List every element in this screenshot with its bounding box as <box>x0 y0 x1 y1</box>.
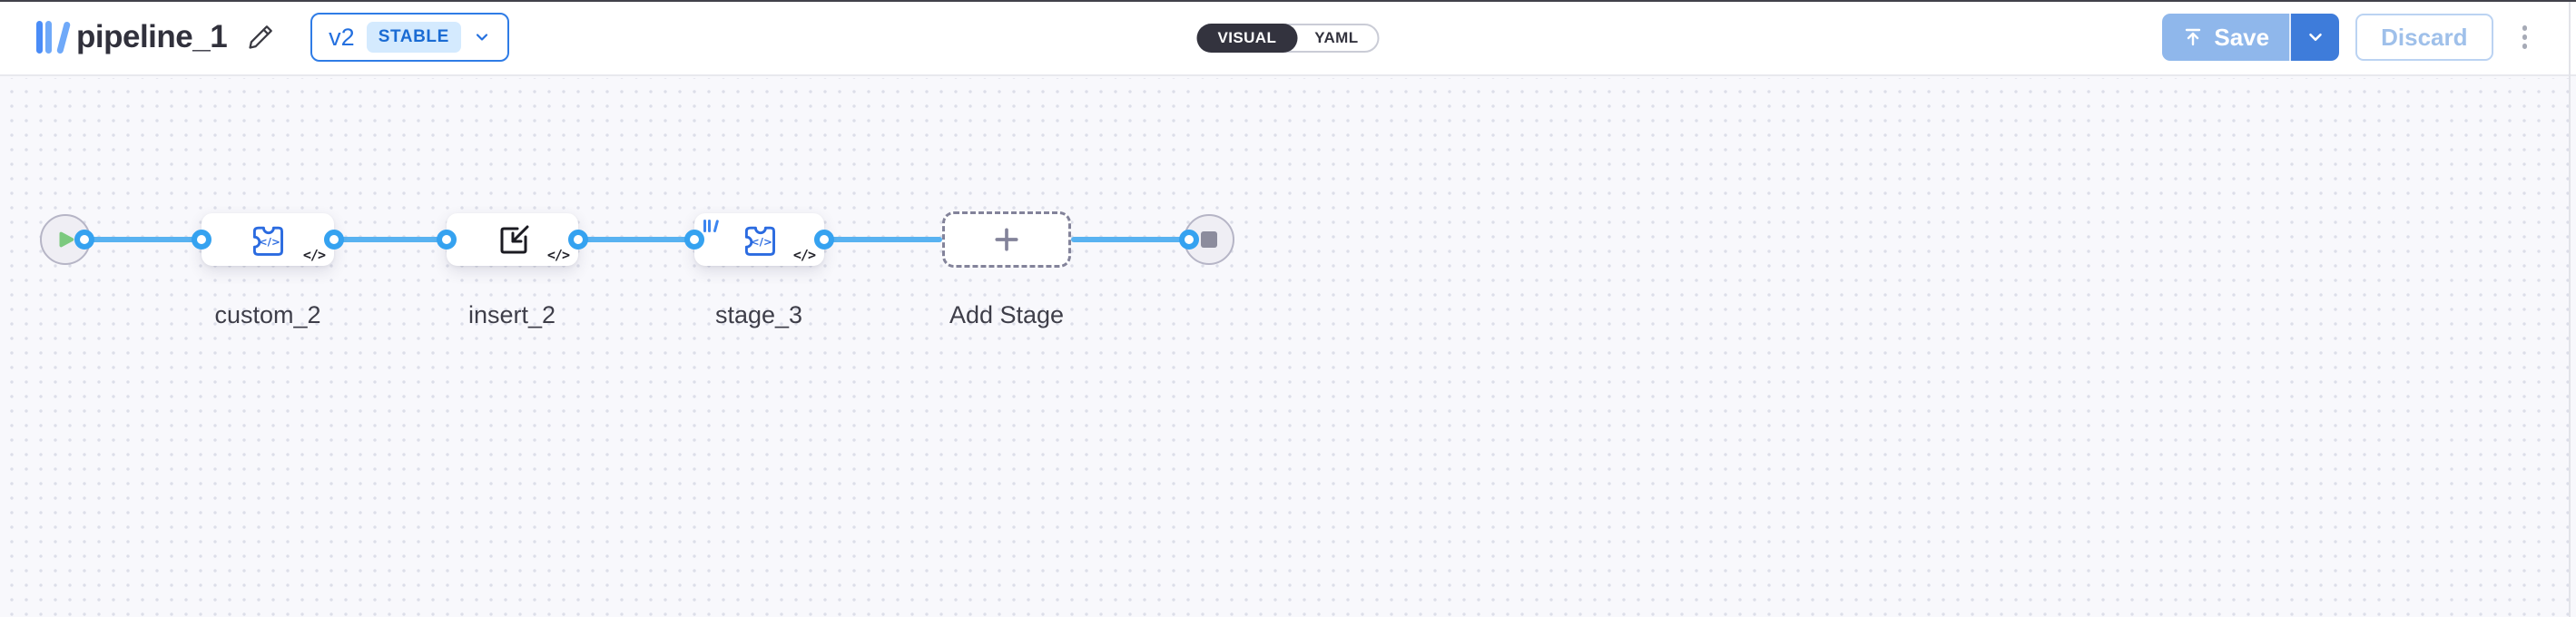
plus-icon <box>995 228 1018 251</box>
node-insert-2[interactable]: </> <box>447 213 578 266</box>
handle-insert2-out[interactable] <box>568 230 588 250</box>
code-badge: </> <box>302 247 326 263</box>
header-actions: Save Discard <box>2162 14 2536 61</box>
version-selector[interactable]: v2 STABLE <box>310 13 509 62</box>
kebab-menu-icon <box>2522 25 2527 31</box>
node-custom-2[interactable]: </> </> <box>202 213 334 266</box>
svg-text:</>: </> <box>750 235 772 248</box>
handle-insert2-in[interactable] <box>437 230 457 250</box>
view-mode-toggle: VISUAL YAML <box>1196 24 1380 53</box>
node-label-custom-2: custom_2 <box>214 301 321 328</box>
node-label-add-stage: Add Stage <box>949 301 1065 328</box>
handle-start-out[interactable] <box>74 230 94 250</box>
edge-addstage-end <box>1071 237 1189 242</box>
add-stage-button[interactable] <box>942 211 1071 268</box>
edge-insert2-stage3 <box>578 237 694 242</box>
brand-mark-icon <box>703 220 719 233</box>
handle-stage3-out[interactable] <box>814 230 834 250</box>
more-options-button[interactable] <box>2513 18 2537 56</box>
pencil-icon <box>249 25 273 49</box>
node-label-stage-3: stage_3 <box>714 301 803 328</box>
save-button[interactable]: Save <box>2162 14 2290 61</box>
code-badge: </> <box>546 247 570 263</box>
window-right-edge <box>2569 0 2571 617</box>
puzzle-code-icon: </> <box>252 226 283 256</box>
save-options-button[interactable] <box>2289 14 2340 61</box>
node-stage-3[interactable]: </> </> <box>694 213 824 266</box>
edge-start-custom2 <box>84 237 202 242</box>
code-badge: </> <box>792 247 816 263</box>
play-icon <box>59 231 74 248</box>
handle-stage3-in[interactable] <box>684 230 704 250</box>
discard-button[interactable]: Discard <box>2355 14 2493 61</box>
chevron-down-icon <box>476 34 487 41</box>
discard-label: Discard <box>2381 23 2468 51</box>
handle-custom2-in[interactable] <box>192 230 211 250</box>
window-top-edge <box>0 0 2576 2</box>
header-bar: pipeline_1 v2 STABLE VISUAL YAML Save <box>0 0 2576 76</box>
app-logo-icon <box>36 19 72 55</box>
edit-title-button[interactable] <box>245 22 276 53</box>
pipeline-canvas[interactable]: </> </> </> </> </> <box>0 78 2576 617</box>
edge-stage3-addstage <box>824 237 942 242</box>
save-label: Save <box>2214 23 2270 51</box>
save-split-button: Save <box>2162 14 2340 61</box>
tab-yaml[interactable]: YAML <box>1314 29 1359 46</box>
upload-icon <box>2186 28 2201 46</box>
chevron-down-icon <box>2308 33 2322 42</box>
tab-visual[interactable]: VISUAL <box>1196 24 1298 53</box>
pipeline-title: pipeline_1 <box>76 19 228 54</box>
handle-custom2-out[interactable] <box>324 230 344 250</box>
edge-custom2-insert2 <box>334 237 447 242</box>
version-label: v2 <box>329 23 355 51</box>
svg-text:</>: </> <box>259 235 280 248</box>
node-label-insert-2: insert_2 <box>467 301 556 328</box>
stop-icon <box>1201 231 1217 248</box>
handle-end-in[interactable] <box>1179 230 1199 250</box>
import-icon <box>500 225 528 254</box>
puzzle-code-icon: </> <box>744 226 775 256</box>
version-status-badge: STABLE <box>366 22 461 53</box>
